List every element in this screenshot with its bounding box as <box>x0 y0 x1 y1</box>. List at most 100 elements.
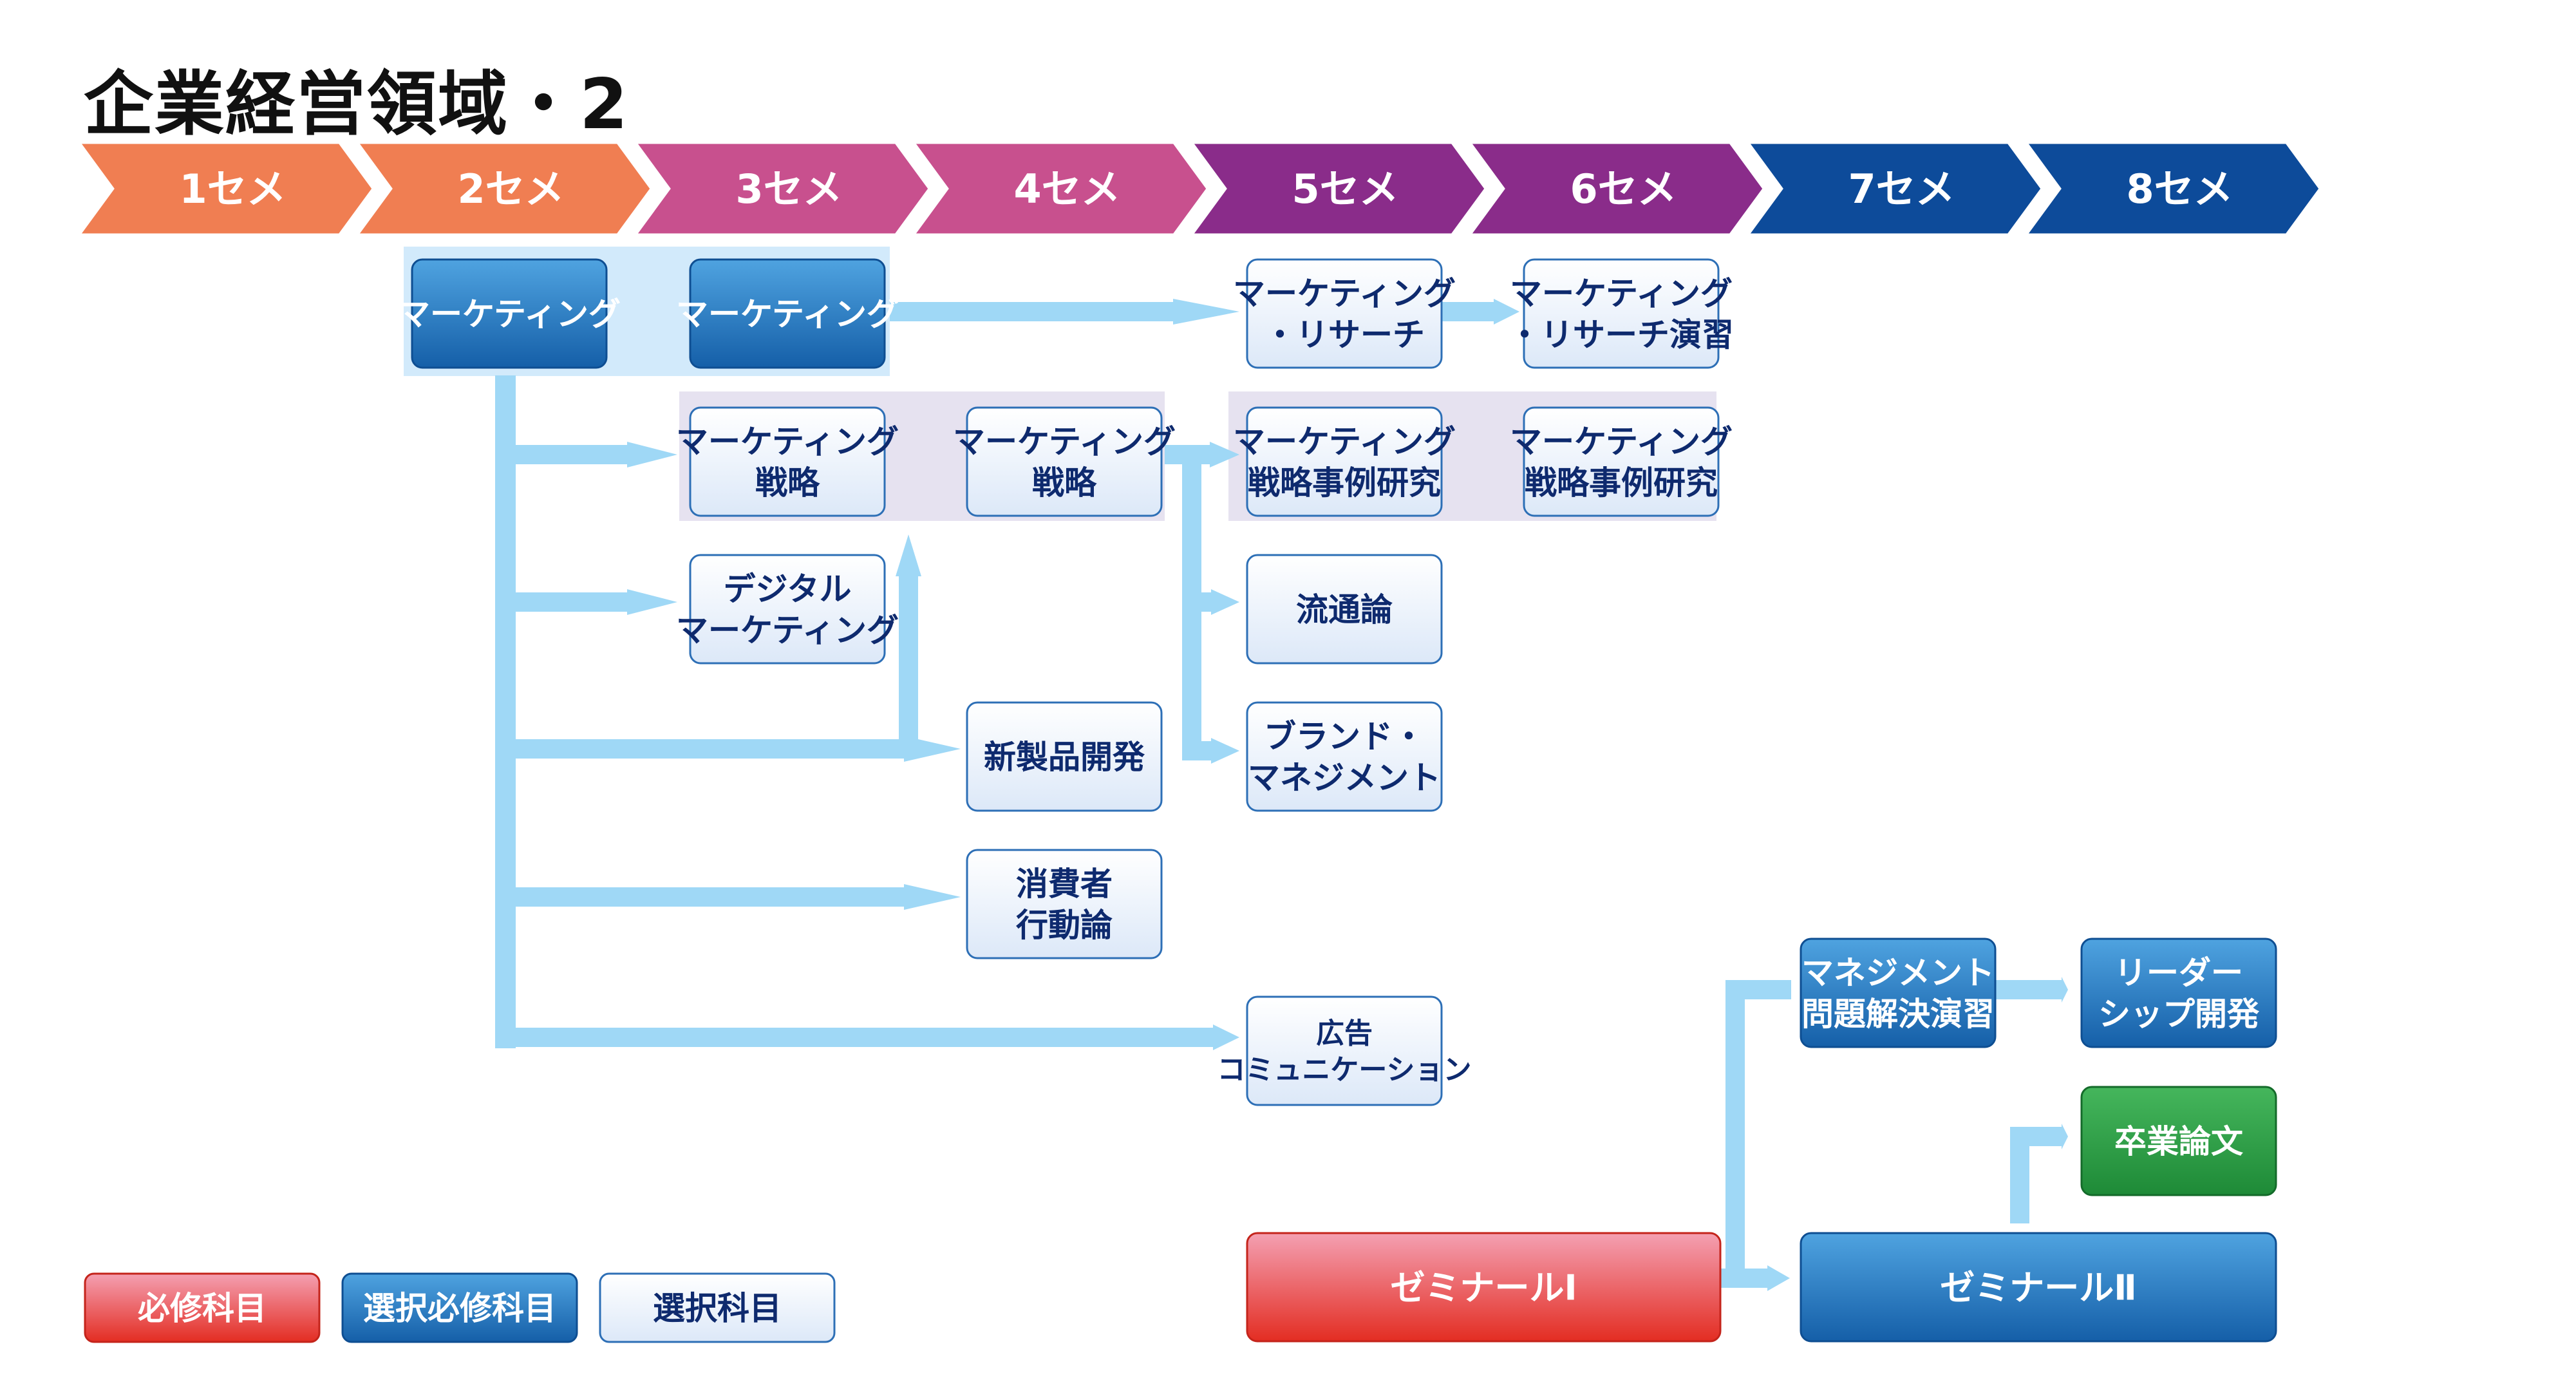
course-label-line: マーケティング <box>676 612 899 649</box>
course-box-shape <box>1246 258 1443 369</box>
course-label-line: ・リサーチ <box>1264 316 1425 354</box>
course-label-line: ゼミナールⅠ <box>1390 1267 1577 1308</box>
course-distribution[interactable]: 流通論 <box>1246 554 1443 665</box>
legend-item-elective: 選択科目 <box>599 1272 836 1343</box>
course-label-line: ・リサーチ演習 <box>1509 316 1734 354</box>
course-box-shape <box>689 258 886 369</box>
chevron-shape <box>1469 142 1765 236</box>
course-mkt-research-ex[interactable]: マーケティング・リサーチ演習 <box>1509 258 1734 369</box>
course-box-shape <box>1800 938 1997 1048</box>
semester-chevron-1: 1セメ <box>78 142 374 236</box>
course-box-shape <box>2080 1086 2277 1196</box>
course-label-line: マーケティング <box>953 423 1176 460</box>
course-box-shape <box>1523 406 1720 517</box>
semester-chevron-6: 6セメ <box>1469 142 1765 236</box>
course-label-line: 戦略事例研究 <box>1248 464 1441 502</box>
semester-chevron-3: 3セメ <box>634 142 930 236</box>
course-box-shape <box>966 849 1163 959</box>
course-marketing-1[interactable]: マーケティング <box>398 258 621 369</box>
course-boxes: マーケティングマーケティングマーケティング・リサーチマーケティング・リサーチ演習… <box>398 258 2277 1343</box>
course-box-shape <box>1246 701 1443 812</box>
legend-item-required: 必修科目 <box>84 1272 321 1343</box>
course-box-shape <box>411 258 608 369</box>
course-label-line: マーケティング <box>1233 423 1456 460</box>
semester-chevron-4: 4セメ <box>912 142 1208 236</box>
chevron-shape <box>78 142 374 236</box>
course-seminar-1[interactable]: ゼミナールⅠ <box>1246 1232 1722 1343</box>
course-label-line: リーダー <box>2114 954 2243 992</box>
course-label-line: デジタル <box>724 571 852 608</box>
legend-label: 必修科目 <box>138 1290 267 1327</box>
course-box-shape <box>1246 554 1443 665</box>
course-label-line: マーケティング <box>676 296 899 333</box>
course-brand-mgmt[interactable]: ブランド・マネジメント <box>1246 701 1443 812</box>
course-box-shape <box>1246 995 1443 1106</box>
semester-label: 1セメ <box>180 165 287 212</box>
course-label-line: マーケティング <box>1510 275 1733 312</box>
course-label-line: ゼミナールⅡ <box>1940 1267 2137 1308</box>
chevron-shape <box>2025 142 2321 236</box>
semester-chevron-5: 5セメ <box>1190 142 1487 236</box>
semester-label: 2セメ <box>458 165 565 212</box>
legend-label: 選択科目 <box>653 1290 782 1327</box>
course-box-shape <box>689 554 886 665</box>
semester-chevron-7: 7セメ <box>1747 142 2043 236</box>
chevron-shape <box>1747 142 2043 236</box>
legend-swatch <box>84 1272 321 1343</box>
course-box-shape <box>1800 1232 2277 1343</box>
course-marketing-2[interactable]: マーケティング <box>676 258 899 369</box>
course-label-line: ブランド・ <box>1264 718 1425 755</box>
course-box-shape <box>1246 1232 1722 1343</box>
legend-swatch <box>341 1272 578 1343</box>
chevron-shape <box>356 142 652 236</box>
course-label-line: 広告 <box>1316 1017 1373 1050</box>
course-box-shape <box>966 406 1163 517</box>
chevron-shape <box>1190 142 1487 236</box>
legend: 必修科目 選択必修科目 選択科目 <box>84 1272 836 1343</box>
semester-label: 3セメ <box>736 165 843 212</box>
legend-item-elective-required: 選択必修科目 <box>341 1272 578 1343</box>
course-label-line: 行動論 <box>1016 907 1113 944</box>
course-label-line: 戦略事例研究 <box>1525 464 1718 502</box>
course-label-line: 戦略 <box>1032 464 1097 502</box>
course-label-line: マーケティング <box>398 296 621 333</box>
course-label-line: シップ開発 <box>2098 995 2260 1033</box>
page-title: 企業経営領域・2 <box>84 64 630 145</box>
semester-chevron-2: 2セメ <box>356 142 652 236</box>
course-box-shape <box>1246 406 1443 517</box>
course-new-product[interactable]: 新製品開発 <box>966 701 1163 812</box>
semester-label: 6セメ <box>1570 165 1677 212</box>
connector-lines <box>495 299 2068 1291</box>
course-label-line: 卒業論文 <box>2114 1123 2243 1160</box>
course-mkt-research[interactable]: マーケティング・リサーチ <box>1233 258 1456 369</box>
course-label-line: コミュニケーション <box>1217 1053 1471 1086</box>
course-label-line: マネジメント <box>1248 759 1441 797</box>
course-label-line: 流通論 <box>1296 591 1393 628</box>
legend-label: 選択必修科目 <box>363 1290 556 1327</box>
course-box-shape <box>1523 258 1720 369</box>
semester-label: 8セメ <box>2127 165 2233 212</box>
semester-label: 7セメ <box>1848 165 1955 212</box>
course-label-line: マーケティング <box>1233 275 1456 312</box>
semester-label: 5セメ <box>1292 165 1399 212</box>
course-seminar-2[interactable]: ゼミナールⅡ <box>1800 1232 2277 1343</box>
course-label-line: 新製品開発 <box>984 739 1145 776</box>
chevron-shape <box>912 142 1208 236</box>
course-thesis[interactable]: 卒業論文 <box>2080 1086 2277 1196</box>
course-label-line: 問題解決演習 <box>1801 995 1995 1033</box>
course-box-shape <box>689 406 886 517</box>
course-label-line: 戦略 <box>755 464 820 502</box>
course-label-line: マネジメント <box>1801 954 1995 992</box>
course-label-line: 消費者 <box>1016 865 1113 903</box>
course-label-line: マーケティング <box>676 423 899 460</box>
semester-header: 1セメ 2セメ 3セメ 4セメ 5セメ 6セメ 7セメ 8セメ <box>78 142 2321 236</box>
